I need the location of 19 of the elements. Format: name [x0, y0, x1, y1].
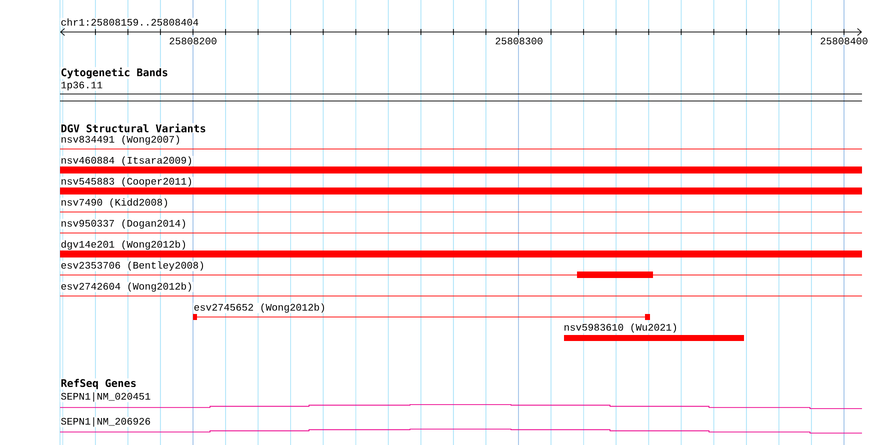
variant-label: nsv7490 (Kidd2008) [60, 198, 170, 208]
variant-label: nsv460884 (Itsara2009) [60, 156, 194, 166]
track-heading: Cytogenetic Bands [60, 67, 169, 79]
gene-label: SEPN1|NM_020451 [60, 392, 152, 402]
tick-label: 25808200 [168, 37, 218, 45]
variant-label: esv2353706 (Bentley2008) [60, 260, 206, 272]
variant-label: nsv5983610 (Wu2021) [563, 322, 678, 334]
variant-label: esv2742604 (Wong2012b) [60, 282, 194, 292]
track-heading: DGV Structural Variants [60, 123, 207, 133]
variant-label: nsv834491 (Wong2007) [60, 134, 182, 146]
track-heading: RefSeq Genes [60, 378, 138, 390]
gene-label: SEPN1|NM_206926 [60, 416, 152, 428]
variant-label: nsv950337 (Dogan2014) [60, 218, 188, 230]
variant-label: nsv545883 (Cooper2011) [60, 176, 194, 188]
tick-label: 25808300 [494, 37, 544, 45]
band-label: 1p36.11 [60, 81, 104, 91]
variant-label: dgv14e201 (Wong2012b) [60, 240, 188, 250]
variant-label: esv2745652 (Wong2012b) [193, 302, 326, 314]
tick-label: 25808400 [820, 37, 869, 45]
